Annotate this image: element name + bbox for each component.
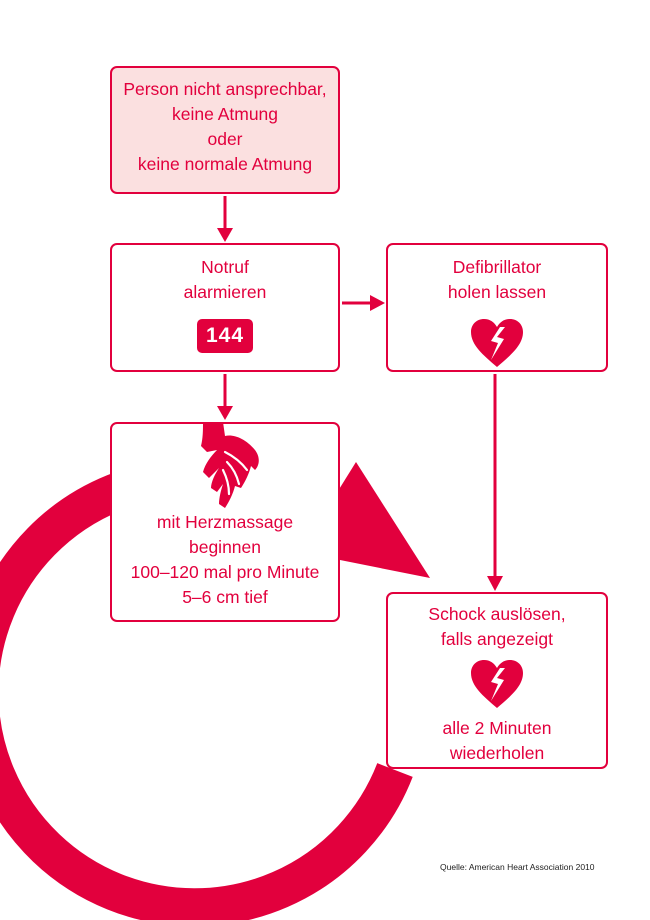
defi-line-1: Defibrillator [452,257,542,277]
notruf-box: Notruf alarmieren 144 [110,243,340,372]
shock-line-3: alle 2 Minuten [442,718,552,738]
notruf-line-1: Notruf [201,257,249,277]
cpr-line-1: mit Herzmassage [156,512,294,532]
arrow-notruf-to-defi [342,295,385,311]
shock-line-1: Schock auslösen, [428,604,566,624]
cpr-line-3: 100–120 mal pro Minute [130,562,320,582]
cycle-label: kräftig drücken • schnell drücken [64,603,307,844]
arrow-start-to-notruf [217,196,233,242]
shock-box: Schock auslösen, falls angezeigt alle 2 … [386,592,608,769]
broken-heart-icon [471,660,523,708]
cpr-line-4: 5–6 cm tief [182,587,268,607]
hands-icon [201,422,259,508]
start-line-4: keine normale Atmung [137,154,313,174]
defibrillator-box: Defibrillator holen lassen [386,243,608,372]
notruf-line-2: alarmieren [183,282,267,302]
start-line-2: keine Atmung [171,104,279,124]
emergency-number-badge: 144 [196,319,254,353]
arrow-defi-to-shock [487,374,503,591]
shock-line-4: wiederholen [449,743,545,763]
cpr-line-2: beginnen [188,537,262,557]
start-box: Person nicht ansprechbar, keine Atmung o… [110,66,340,194]
start-line-1: Person nicht ansprechbar, [123,79,327,99]
broken-heart-icon [471,319,523,367]
arrow-notruf-to-cpr [217,374,233,420]
defi-line-2: holen lassen [447,282,547,302]
start-line-3: oder [207,129,243,149]
source-note: Quelle: American Heart Association 2010 [440,862,595,872]
shock-line-2: falls angezeigt [441,629,553,649]
